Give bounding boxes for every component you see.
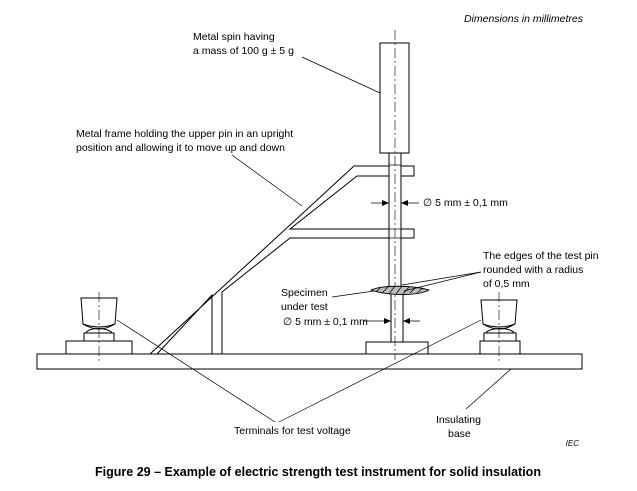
insulating-base [36, 353, 583, 370]
source-mark: IEC [566, 439, 580, 448]
upper-pin-diameter-label: ∅ 5 mm ± 0,1 mm [423, 197, 508, 209]
terminals-label: Terminals for test voltage [234, 425, 351, 437]
specimen-hatch [375, 285, 424, 295]
metal-frame-label-line2: position and allowing it to move up and … [76, 142, 285, 154]
lower-pin [390, 291, 404, 343]
metal-frame [149, 165, 415, 355]
lower-pin-dimension [364, 318, 420, 324]
insulating-base-label-line1: Insulating [436, 414, 481, 426]
metal-spin-leader [301, 56, 381, 94]
test-pin-label-line1: The edges of the test pin [483, 250, 599, 262]
insulating-base-leader [465, 368, 512, 410]
metal-spin-weight [379, 42, 410, 154]
figure-caption: Figure 29 – Example of electric strength… [95, 465, 541, 479]
insulating-base-label-line2: base [448, 428, 471, 440]
metal-frame-label-line1: Metal frame holding the upper pin in an … [76, 128, 293, 140]
terminals-leaders [116, 319, 482, 423]
lower-pin-diameter-label: ∅ 5 mm ± 0,1 mm [283, 316, 368, 328]
specimen-label-line1: Specimen [281, 287, 328, 299]
lower-pin-block [365, 341, 429, 355]
specimen-label-line2: under test [281, 301, 328, 313]
test-pin-label-line2: rounded with a radius [483, 264, 583, 276]
metal-spin-label-line2: a mass of 100 g ± 5 g [193, 45, 294, 57]
units-note: Dimensions in millimetres [464, 13, 584, 25]
right-terminal [479, 292, 521, 362]
upper-pin-dimension [371, 200, 419, 206]
test-pin-leaders [401, 271, 482, 292]
metal-frame-leader [231, 154, 303, 207]
left-terminal [65, 292, 133, 362]
specimen-leader [331, 290, 375, 298]
test-pin-label-line3: of 0,5 mm [483, 278, 530, 290]
metal-spin-label-line1: Metal spin having [193, 31, 275, 43]
